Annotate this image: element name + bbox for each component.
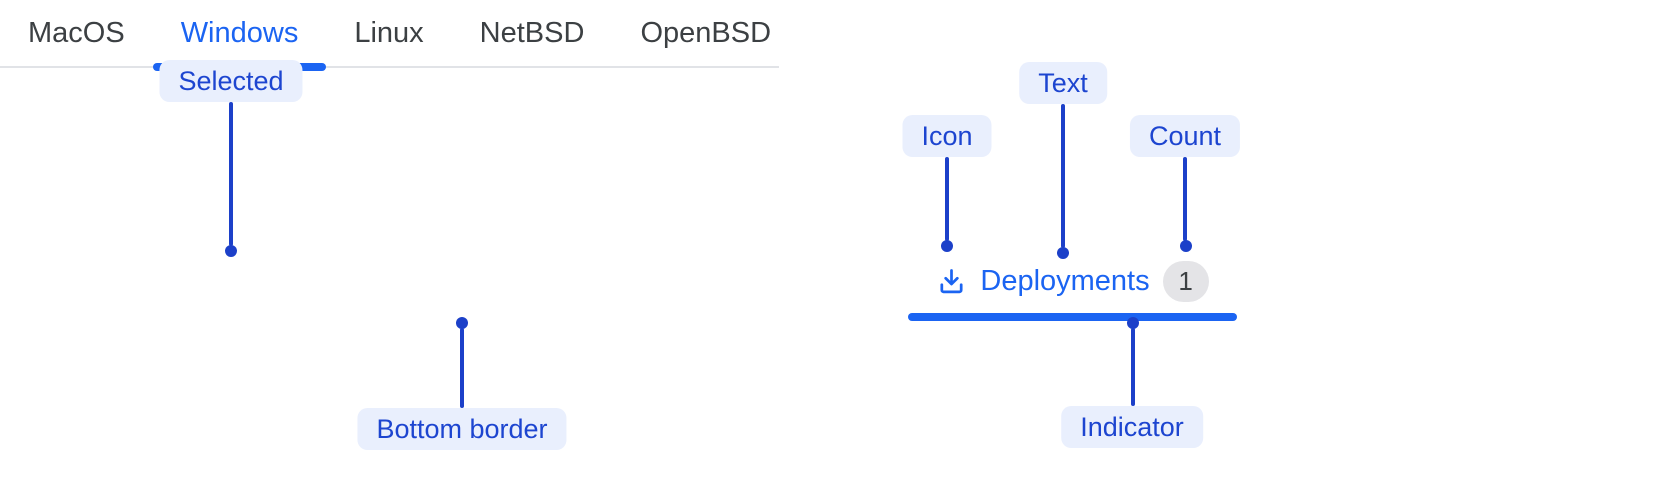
annotation-label-icon: Icon — [902, 115, 992, 157]
annotation-connector-text — [1061, 104, 1065, 248]
annotation-connector-bottom-border — [460, 328, 464, 408]
tab-label: Windows — [180, 16, 299, 49]
annotation-dot-selected — [225, 245, 237, 257]
annotation-label-selected: Selected — [159, 60, 303, 102]
count-badge: 1 — [1162, 261, 1209, 302]
annotation-dot-count — [1180, 240, 1192, 252]
tab-label: NetBSD — [479, 16, 585, 49]
annotation-label-bottom-border: Bottom border — [357, 408, 567, 450]
annotation-dot-bottom-border — [456, 317, 468, 329]
tab-label: MacOS — [28, 16, 125, 49]
annotation-label-indicator: Indicator — [1061, 406, 1203, 448]
annotation-dot-indicator — [1127, 317, 1139, 329]
annotation-connector-icon — [945, 157, 949, 241]
tab-label: Linux — [354, 16, 424, 49]
tab-label: OpenBSD — [640, 16, 772, 49]
tab-label: Deployments — [980, 265, 1150, 297]
tab-netbsd[interactable]: NetBSD — [452, 0, 613, 66]
tab-openbsd[interactable]: OpenBSD — [612, 0, 799, 66]
annotation-connector-indicator — [1131, 328, 1135, 406]
tab-bar: MacOS Windows Linux NetBSD OpenBSD — [0, 0, 779, 71]
tab-linux[interactable]: Linux — [326, 0, 451, 66]
annotation-label-text: Text — [1019, 62, 1107, 104]
active-tab-indicator — [908, 313, 1237, 321]
tab-macos[interactable]: MacOS — [0, 0, 153, 66]
annotation-connector-selected — [229, 102, 233, 246]
annotation-connector-count — [1183, 157, 1187, 241]
annotation-dot-text — [1057, 247, 1069, 259]
tab-deployments[interactable]: Deployments 1 — [908, 250, 1237, 313]
download-icon — [940, 269, 963, 294]
tab-windows[interactable]: Windows — [152, 0, 327, 71]
annotation-dot-icon — [941, 240, 953, 252]
annotation-label-count: Count — [1129, 115, 1241, 157]
